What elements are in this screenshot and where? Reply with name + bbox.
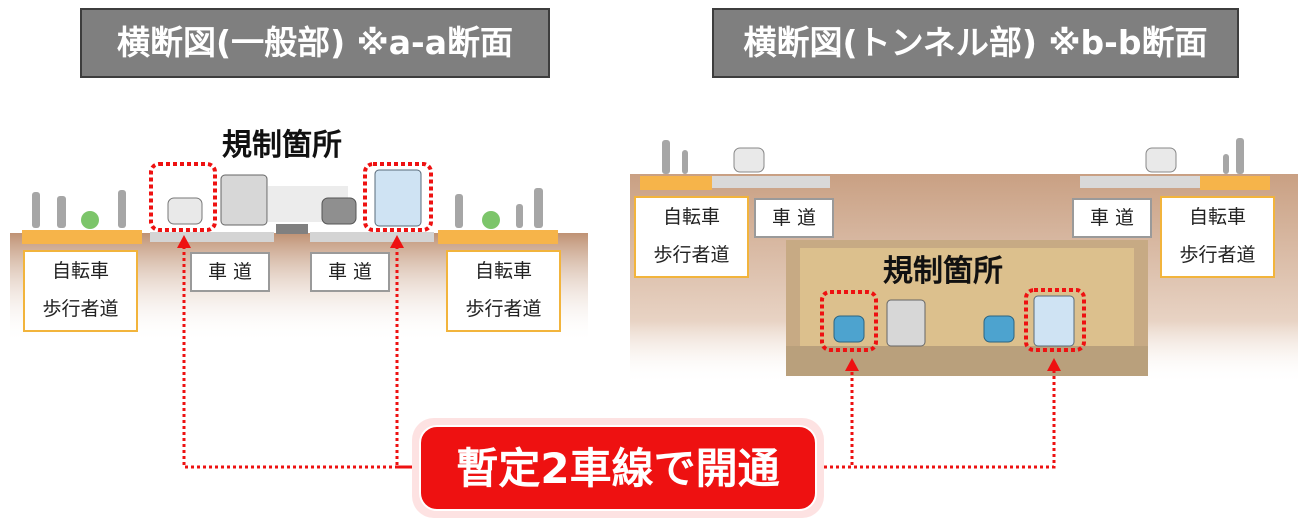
right-section-title: 横断図(トンネル部) ※b-b断面 [712,8,1239,78]
label-line: 歩行者道 [653,244,730,266]
label-line: 歩行者道 [1179,244,1256,266]
left-bike-ped-label-1: 自転車 歩行者道 [23,250,138,332]
bus-icon [374,169,422,227]
regulated-lane-highlight [820,290,878,352]
regulated-lane-highlight [149,162,217,232]
car-icon [167,197,203,225]
pedestrian-icon [57,196,66,228]
regulation-location-label-right: 規制箇所 [883,254,1003,289]
left-road-1 [150,232,274,242]
tunnel-floor [786,346,1148,376]
regulated-lane-highlight [1024,288,1086,352]
pedestrian-icon [516,204,523,228]
pedestrian-icon [662,140,670,174]
label-line: 自転車 [474,260,532,282]
bus-icon [1033,295,1075,347]
right-sidewalk-left [640,176,712,190]
left-roadway-label-2: 車 道 [310,252,390,292]
arrow-head-icon [845,358,859,371]
label-line: 自転車 [1188,206,1246,228]
opening-callout: 暫定2車線で開通 [412,418,824,518]
arrow-head-icon [177,235,191,248]
bus-icon [220,174,268,226]
pedestrian-icon [682,150,688,174]
left-roadway-label-1: 車 道 [190,252,270,292]
label-line: 自転車 [51,260,109,282]
car-icon [833,315,865,343]
label-line: 自転車 [662,206,720,228]
left-sidewalk-right [438,230,558,244]
right-road-right [1080,176,1200,188]
connector-right-1 [818,370,854,469]
left-section-title: 横断図(一般部) ※a-a断面 [80,8,550,78]
arrowheads [177,235,1061,371]
car-icon [983,315,1015,343]
connector-right-2 [818,370,1056,469]
right-road-left [712,176,830,188]
left-road-2 [310,232,434,242]
regulated-lane-highlight [363,162,433,232]
arrow-head-icon [1047,358,1061,371]
tree-icon [482,211,500,229]
right-roadway-label-1: 車 道 [754,198,834,238]
right-sidewalk-right [1200,176,1270,190]
pedestrian-icon [455,194,463,228]
pedestrian-icon [1223,154,1229,174]
median [276,224,308,234]
pedestrian-icon [32,192,40,228]
label-line: 歩行者道 [465,298,542,320]
tree-icon [81,211,99,229]
pedestrian-icon [1236,138,1244,174]
right-bike-ped-label-2: 自転車 歩行者道 [1160,196,1275,278]
connector-left-1 [182,246,430,469]
right-roadway-label-2: 車 道 [1072,198,1152,238]
pedestrian-icon [534,188,543,228]
bus-icon [886,299,926,347]
arrow-head-icon [390,235,404,248]
label-line: 歩行者道 [42,298,119,320]
left-bike-ped-label-2: 自転車 歩行者道 [446,250,561,332]
car-icon [1145,147,1177,173]
opening-callout-text: 暫定2車線で開通 [419,425,817,511]
left-sidewalk-left [22,230,142,244]
right-bike-ped-label-1: 自転車 歩行者道 [634,196,749,278]
car-icon [321,197,357,225]
pedestrian-icon [118,190,126,228]
car-icon [733,147,765,173]
regulation-location-label-left: 規制箇所 [222,128,342,163]
